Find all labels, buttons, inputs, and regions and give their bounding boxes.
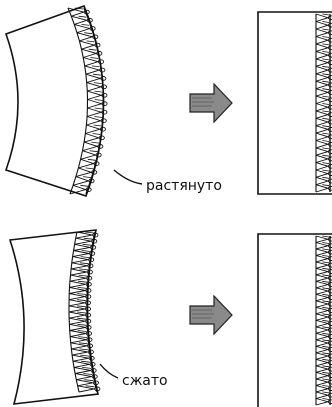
label-leader-stretched [114,170,142,184]
stitch-bar [322,372,329,373]
stitch-zigzag [316,392,328,399]
label-compressed: сжато [122,373,168,389]
fabric-piece-straight-top [258,12,332,194]
fabric-piece-straight-bottom [258,234,332,407]
stitch-bar [322,379,329,380]
stitch-bar [322,255,329,256]
stitch-bar [322,366,329,367]
stitch-bar [322,314,329,315]
stitch-bar [322,320,329,321]
stitch-bar [322,385,329,386]
stitch-bar [322,346,329,347]
stitch-bar [322,333,329,334]
panel-top-right [258,12,332,194]
panel-bottom-left [10,230,100,404]
stitch-bar [322,327,329,328]
panel-bottom-right [258,234,332,407]
stitch-bar [322,268,329,269]
stitch-bar [322,307,329,308]
stitch-bar [322,359,329,360]
stitch-bar [322,262,329,263]
arrow-top [190,84,232,122]
panel-top-left [6,6,107,196]
right-arrow-icon [190,296,232,334]
label-leader-compressed [100,364,118,378]
stitch-zigzag [316,372,328,379]
arrow-bottom [190,296,232,334]
stitch-bar [322,275,329,276]
fabric-piece-stretched [6,6,104,196]
stitch-bar [322,399,329,400]
stitch-bar [322,281,329,282]
stitch-band-straight-bottom [316,236,332,405]
stitch-bar [322,301,329,302]
label-stretched: растянуто [146,178,222,194]
stitch-bar [322,340,329,341]
stitch-bar [322,392,329,393]
right-arrow-icon [190,84,232,122]
stitch-bar [322,294,329,295]
stitch-bar [322,353,329,354]
stitch-bar [322,288,329,289]
